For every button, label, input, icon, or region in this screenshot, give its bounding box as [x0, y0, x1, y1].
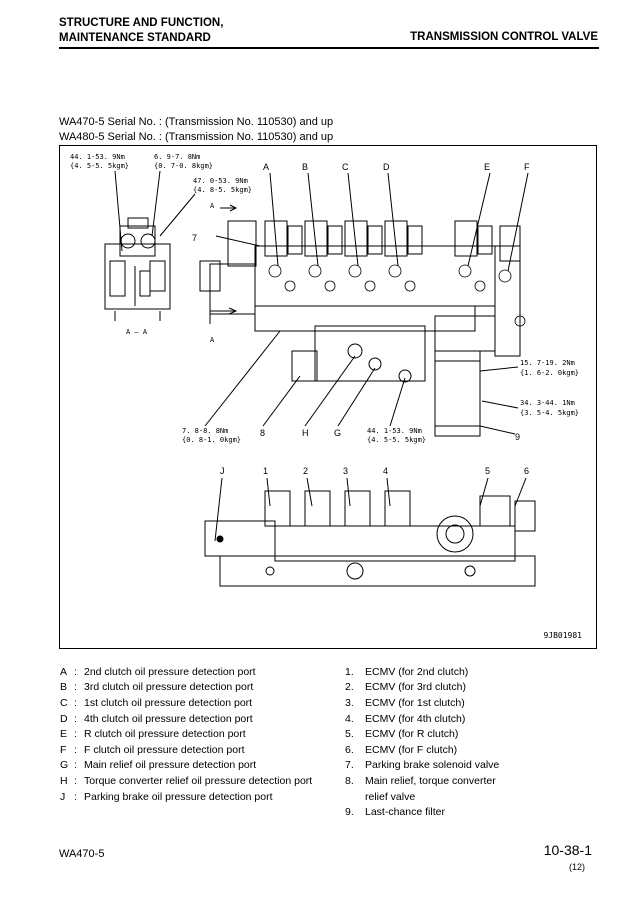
- label-e: E: [484, 162, 490, 172]
- label-5: 5: [485, 466, 490, 476]
- main-valve-body: A: [199, 220, 526, 437]
- label-4: 4: [383, 466, 388, 476]
- torque-4b: {1. 6-2. 0kgm}: [520, 369, 579, 377]
- legend-part-item: 9.Last-chance filter: [345, 806, 445, 819]
- label-d: D: [383, 162, 390, 172]
- section-view-a-a: [104, 217, 171, 321]
- serial-info: WA470-5 Serial No. : (Transmission No. 1…: [59, 115, 333, 145]
- label-8: 8: [260, 428, 265, 438]
- header-line-2: MAINTENANCE STANDARD: [59, 32, 211, 44]
- torque-3a: 47. 0-53. 9Nm: [193, 177, 248, 185]
- label-a: A: [263, 162, 269, 172]
- legend-port-item: B:3rd clutch oil pressure detection port: [60, 681, 254, 694]
- section-label: A – A: [126, 328, 148, 336]
- header-title: STRUCTURE AND FUNCTION, MAINTENANCE STAN…: [59, 16, 223, 46]
- label-6: 6: [524, 466, 529, 476]
- solenoid-row-top: [264, 220, 521, 262]
- legend-part-item: 2.ECMV (for 3rd clutch): [345, 681, 466, 694]
- torque-6b: {0. 8-1. 0kgm}: [182, 436, 241, 444]
- callout-7: 7: [192, 233, 197, 243]
- arrow-a-top: A: [210, 202, 215, 210]
- label-2: 2: [303, 466, 308, 476]
- torque-6a: 7. 8-8. 8Nm: [182, 427, 228, 435]
- figure-id: 9JB01981: [543, 631, 582, 640]
- legend-port-item: G:Main relief oil pressure detection por…: [60, 759, 257, 772]
- label-3: 3: [343, 466, 348, 476]
- torque-4a: 15. 7-19. 2Nm: [520, 359, 575, 367]
- torque-3b: {4. 8-5. 5kgm}: [193, 186, 252, 194]
- figure-frame: 44. 1-53. 9Nm {4. 5-5. 5kgm} 6. 9-7. 8Nm…: [59, 145, 597, 649]
- torque-5b: {3. 5-4. 5kgm}: [520, 409, 579, 417]
- legend-port-item: H:Torque converter relief oil pressure d…: [60, 774, 313, 787]
- legend-parts: 1.ECMV (for 2nd clutch) 2.ECMV (for 3rd …: [345, 664, 499, 820]
- torque-7b: {4. 5-5. 5kgm}: [367, 436, 426, 444]
- legend-part-item: 4.ECMV (for 4th clutch): [345, 712, 466, 725]
- label-g: G: [334, 428, 341, 438]
- torque-1b: {4. 5-5. 5kgm}: [70, 162, 129, 170]
- page-number: 10-38-1: [543, 842, 592, 858]
- legend-port-item: C:1st clutch oil pressure detection port: [60, 696, 253, 709]
- header-rule: [59, 47, 599, 49]
- label-f: F: [524, 162, 530, 172]
- label-1: 1: [263, 466, 268, 476]
- legend-part-item: 3.ECMV (for 1st clutch): [345, 696, 465, 709]
- legend-port-item: F:F clutch oil pressure detection port: [60, 743, 245, 756]
- footer-model: WA470-5: [59, 848, 105, 860]
- legend-part-item-continued: relief valve: [365, 790, 416, 803]
- last-chance-filter: [434, 350, 481, 437]
- label-c: C: [342, 162, 349, 172]
- legend-part-item: 7.Parking brake solenoid valve: [345, 759, 500, 772]
- arrow-a-bottom: A: [210, 336, 215, 344]
- serial-line-1: WA470-5 Serial No. : (Transmission No. 1…: [59, 116, 334, 128]
- legend-part-item: 6.ECMV (for F clutch): [345, 743, 458, 756]
- legend-port-item: J:Parking brake oil pressure detection p…: [60, 790, 273, 803]
- label-h: H: [302, 428, 309, 438]
- page-revision: (12): [568, 862, 585, 872]
- torque-7a: 44. 1-53. 9Nm: [367, 427, 422, 435]
- legend-part-item: 8.Main relief, torque converter: [345, 774, 496, 787]
- legend-port-item: E:R clutch oil pressure detection port: [60, 728, 246, 741]
- section-title: TRANSMISSION CONTROL VALVE: [410, 31, 598, 43]
- header-line-1: STRUCTURE AND FUNCTION,: [59, 17, 224, 29]
- torque-5a: 34. 3-44. 1Nm: [520, 399, 575, 407]
- legend-ports: A:2nd clutch oil pressure detection port…: [60, 664, 312, 804]
- valve-drawing: 44. 1-53. 9Nm {4. 5-5. 5kgm} 6. 9-7. 8Nm…: [70, 153, 579, 587]
- torque-2a: 6. 9-7. 8Nm: [154, 153, 200, 161]
- label-b: B: [302, 162, 308, 172]
- label-j: J: [220, 466, 225, 476]
- legend-port-item: D:4th clutch oil pressure detection port: [60, 712, 253, 725]
- serial-line-2: WA480-5 Serial No. : (Transmission No. 1…: [59, 131, 334, 143]
- side-view: J 1 2 3 4 5 6: [204, 466, 536, 587]
- legend-port-item: A:2nd clutch oil pressure detection port: [60, 665, 256, 678]
- legend-part-item: 5.ECMV (for R clutch): [345, 728, 459, 741]
- torque-1a: 44. 1-53. 9Nm: [70, 153, 125, 161]
- legend-part-item: 1.ECMV (for 2nd clutch): [345, 665, 469, 678]
- label-9: 9: [515, 432, 520, 442]
- torque-2b: {0. 7-0. 8kgm}: [154, 162, 213, 170]
